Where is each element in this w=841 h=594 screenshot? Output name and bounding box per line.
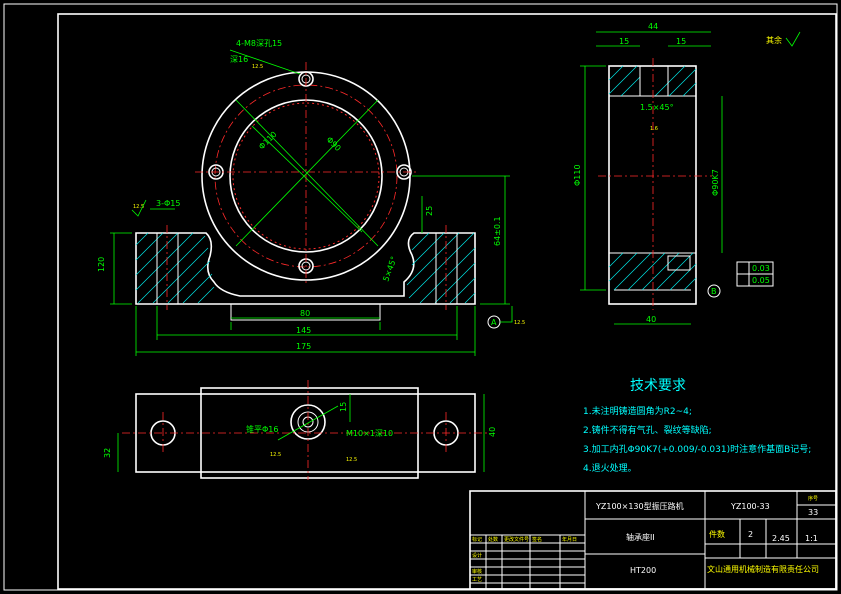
assembly-name: YZ100×130型振压路机	[595, 501, 684, 511]
tech-req-title: 技术要求	[630, 378, 686, 394]
sheet-number: 33	[808, 508, 818, 517]
dim-145: 145	[296, 326, 311, 335]
side-dia-110: Φ110	[573, 164, 582, 186]
svg-text:工艺: 工艺	[472, 577, 482, 583]
tol-1: 0.03	[752, 264, 770, 273]
rough-holes: 12.5	[133, 204, 144, 210]
counterbore-label: 3-Φ15	[156, 199, 180, 208]
dim-175: 175	[296, 342, 311, 351]
svg-text:标记: 标记	[472, 536, 482, 543]
tech-req-2: 2.铸件不得有气孔、裂纹等缺陷;	[583, 424, 712, 436]
side-chamfer: 1.5×45°	[640, 103, 674, 112]
side-bore: Φ90K7	[711, 169, 720, 196]
top-rough-1: 12.5	[270, 452, 281, 458]
drawing-number: YZ100-33	[730, 502, 770, 511]
company-name: 文山通用机械制造有限责任公司	[707, 564, 819, 574]
roughness-symbol-icon	[785, 31, 801, 47]
front-base-outline	[135, 232, 476, 305]
roughness-note: 其余	[766, 35, 782, 45]
dia-90-label: Φ90	[325, 135, 343, 153]
side-rough: 1.6	[650, 126, 658, 132]
rough-a: 12.5	[514, 320, 525, 326]
front-recess	[230, 304, 381, 321]
oil-hole-label: 锥平Φ16	[246, 424, 278, 434]
side-hatch-top	[608, 65, 697, 97]
outer-frame	[3, 3, 838, 591]
scale: 1:1	[805, 534, 818, 543]
tol-2: 0.05	[752, 276, 770, 285]
top-dim-32: 32	[103, 448, 112, 458]
hatch-left	[135, 232, 215, 304]
datum-b: B	[711, 287, 717, 296]
side-hatch-bottom	[608, 252, 697, 291]
svg-text:处数: 处数	[488, 536, 498, 543]
dim-64: 64±0.1	[493, 216, 502, 246]
dim-80: 80	[300, 309, 310, 318]
roughness-mark-icon	[131, 199, 147, 217]
tap-note: 深16	[230, 55, 248, 64]
title-block: 标记 处数 更改文件号 签名 年月日 设计 审核 工艺 YZ100×130型振压…	[469, 490, 837, 590]
chamfer-label: 5×45°	[381, 255, 398, 282]
title-grid	[470, 534, 585, 589]
svg-text:设计: 设计	[472, 552, 482, 559]
tech-req-3: 3.加工内孔Φ90K7(+0.009/-0.031)时注意作基面B记号;	[583, 443, 811, 455]
weight: 2.45	[772, 534, 790, 543]
count: 2	[748, 530, 753, 539]
svg-text:更改文件号: 更改文件号	[504, 536, 529, 543]
svg-text:审核: 审核	[472, 568, 482, 575]
hatch-right	[406, 232, 476, 304]
rough-top: 12.5	[252, 64, 263, 70]
material: HT200	[630, 566, 656, 575]
count-label: 件数	[709, 529, 725, 539]
dim-15a: 15	[619, 37, 629, 46]
tech-req-1: 1.未注明铸造圆角为R2~4;	[583, 405, 692, 417]
dim-15b: 15	[676, 37, 686, 46]
tap-label: M10×1深10	[346, 429, 393, 438]
sheet-label: 序号	[808, 495, 818, 502]
svg-text:签名: 签名	[532, 536, 542, 543]
dim-44: 44	[648, 22, 658, 31]
top-rough-2: 12.5	[346, 457, 357, 463]
front-view: 4-M8深孔15 深16 12.5 Φ110 Φ90 3-Φ15 12.5 12…	[97, 39, 525, 356]
dim-height-left: 120	[97, 257, 106, 272]
datum-b-circle	[707, 284, 721, 298]
top-dim-15: 15	[339, 402, 348, 412]
tech-req-4: 4.退火处理。	[583, 462, 637, 474]
datum-a: A	[491, 318, 497, 327]
tech-requirements: 技术要求 1.未注明铸造圆角为R2~4; 2.铸件不得有气孔、裂纹等缺陷; 3.…	[583, 378, 811, 474]
side-dim-40: 40	[646, 315, 656, 324]
dim-25: 25	[425, 206, 434, 216]
top-view: 锥平Φ16 12.5 M10×1深10 12.5 40 32 15	[103, 380, 497, 480]
side-view: 44 15 15 1.5×45° 1.6 Φ110 Φ90K7 40 0.03 …	[573, 22, 774, 325]
part-name: 轴承座II	[626, 532, 655, 542]
inner-frame	[57, 13, 837, 590]
hole-note: 4-M8深孔15	[236, 39, 282, 48]
svg-text:年月日: 年月日	[562, 536, 577, 543]
top-dim-40: 40	[488, 427, 497, 437]
